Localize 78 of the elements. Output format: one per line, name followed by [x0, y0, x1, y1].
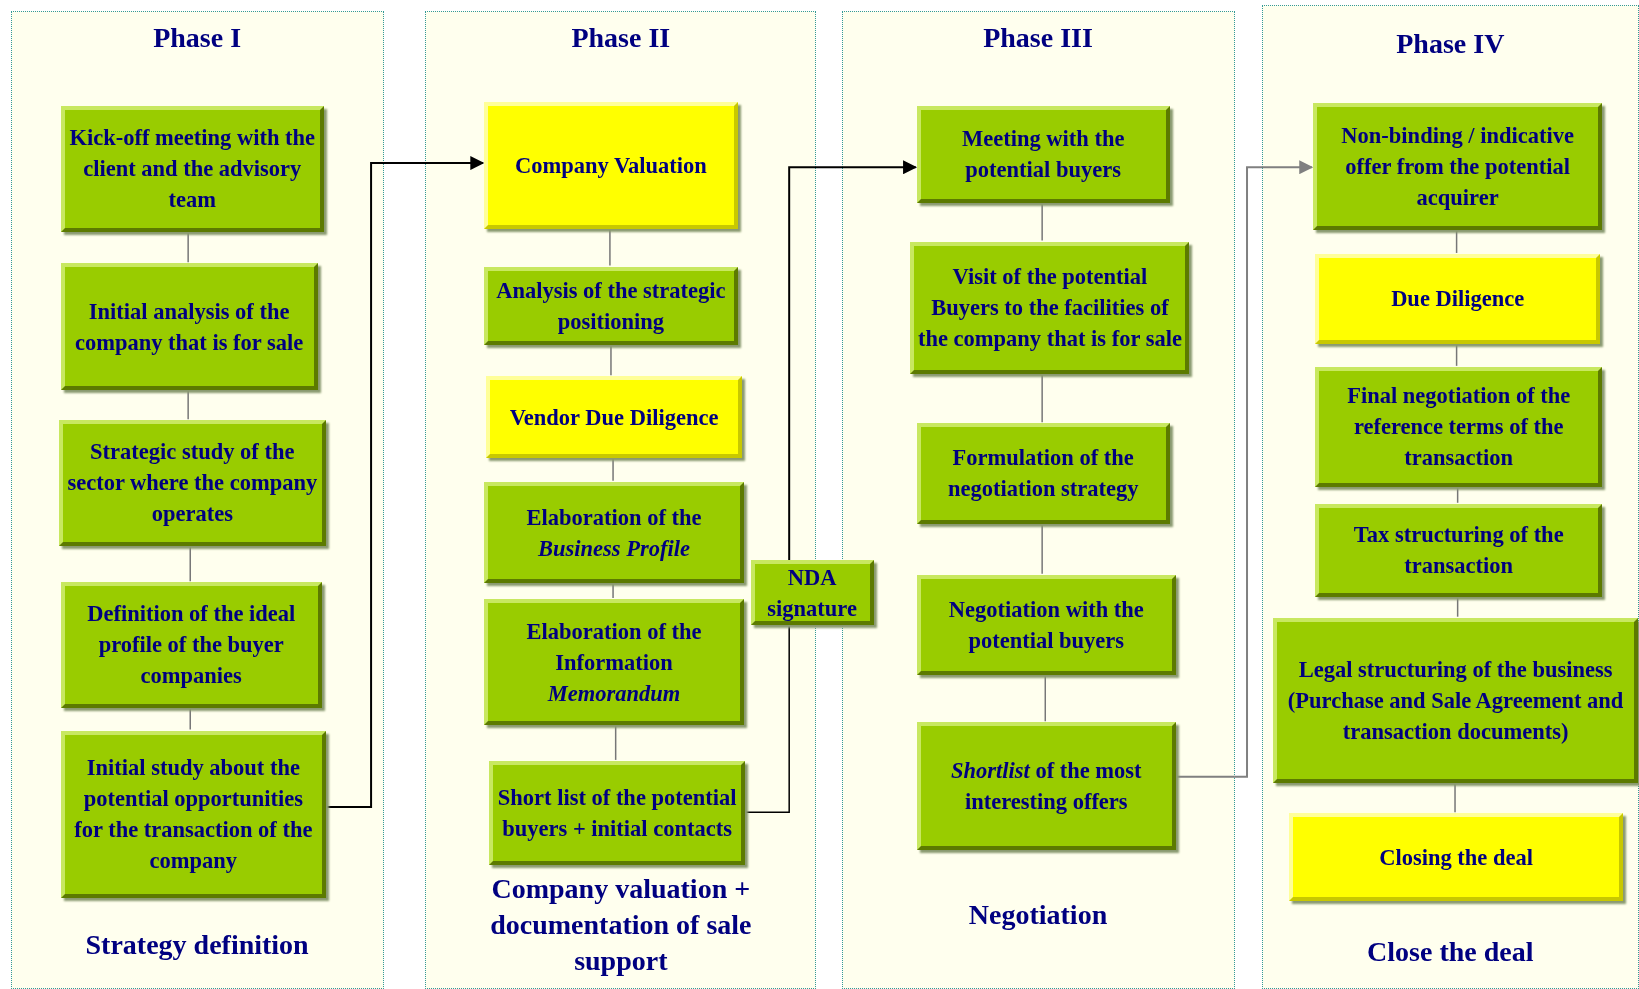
connector-line — [609, 227, 611, 267]
box-text: Elaboration of the Business Profile — [525, 503, 703, 563]
box-text: NDA signature — [766, 563, 858, 623]
connector-line — [189, 705, 191, 731]
process-box — [60, 730, 327, 898]
box-text: Tax structuring of the transaction — [1352, 521, 1565, 581]
box-text: Initial study about the potential opportunities for the transaction of the company — [73, 754, 314, 876]
connector-line — [612, 581, 614, 599]
connector-line — [612, 456, 614, 482]
process-box — [1315, 366, 1603, 487]
connector-line — [189, 543, 191, 582]
phase-panel — [1261, 5, 1639, 989]
phase-heading: Phase III — [982, 20, 1094, 55]
process-box — [1273, 617, 1638, 783]
arrow — [324, 156, 485, 808]
box-text: Shortlist of the most interesting offers — [949, 757, 1143, 817]
connector-line — [1041, 201, 1043, 242]
box-text: Company Valuation — [514, 152, 707, 181]
connector-line — [1456, 595, 1459, 618]
arrow — [788, 160, 918, 562]
connector-line — [1454, 781, 1456, 813]
phase-label: Strategy definition — [84, 928, 310, 963]
phase-heading: Phase IV — [1395, 27, 1506, 62]
connector-line — [743, 624, 790, 813]
connector-line — [1041, 521, 1043, 575]
box-text: Formulation of the negotiation strategy — [946, 444, 1140, 504]
box-text: Legal structuring of the business (Purchase and Sale Agreement and transaction documents) — [1286, 655, 1625, 746]
box-text: Strategic study of the sector where the company operates — [66, 438, 319, 529]
box-text: Short list of the potential buyers + initial contacts — [496, 783, 738, 843]
connector-line — [187, 388, 189, 420]
process-box — [483, 481, 745, 584]
connector-line — [614, 723, 617, 761]
arrow — [1173, 160, 1314, 778]
box-text: Meeting with the potential buyers — [960, 125, 1126, 185]
connector-line — [1044, 673, 1047, 722]
process-box — [1312, 103, 1603, 230]
box-text: Final negotiation of the reference terms of the transaction — [1346, 382, 1572, 473]
box-text: Kick-off meeting with the client and the advisory team — [68, 124, 317, 215]
connector-line — [1041, 372, 1043, 424]
phase-panel — [10, 10, 384, 989]
box-text: Definition of the ideal profile of the buyer companies — [86, 600, 297, 691]
process-box — [750, 560, 874, 626]
process-box — [60, 263, 318, 390]
connector-line — [187, 230, 189, 264]
process-box — [910, 241, 1190, 375]
connector-line — [1455, 228, 1458, 254]
box-text: Visit of the potential Buyers to the facilities of the company that is for sale — [917, 263, 1183, 354]
process-box — [483, 598, 745, 726]
box-text: Initial analysis of the company that is for sale — [73, 297, 305, 357]
phase-label: Close the deal — [1366, 935, 1535, 970]
phase-label: Company valuation + documentation of sale support — [489, 871, 753, 979]
phase-heading: Phase I — [152, 20, 243, 55]
process-box — [916, 105, 1170, 203]
highlight-box — [483, 102, 738, 229]
process-box — [916, 574, 1176, 676]
phase-heading: Phase II — [570, 20, 672, 55]
process-box — [489, 761, 746, 865]
connector-line — [1455, 342, 1458, 367]
process-box — [916, 722, 1176, 850]
box-text: Closing the deal — [1379, 843, 1533, 872]
highlight-box — [1315, 253, 1601, 344]
process-box — [58, 420, 327, 546]
process-box — [916, 423, 1170, 524]
process-box — [60, 582, 322, 708]
box-text: Analysis of the strategic positioning — [495, 276, 727, 336]
process-box — [483, 266, 738, 345]
box-text: Vendor Due Diligence — [509, 403, 719, 432]
box-text: Due Diligence — [1391, 285, 1525, 314]
highlight-box — [486, 376, 743, 458]
box-text: Elaboration of the Information Memorandum — [525, 617, 703, 708]
connector-line — [610, 343, 612, 376]
box-text: Negotiation with the potential buyers — [947, 596, 1145, 656]
box-text: Non-binding / indicative offer from the potential acquirer — [1340, 122, 1575, 213]
phase-label: Negotiation — [967, 897, 1109, 932]
connector-line — [1456, 485, 1459, 504]
highlight-box — [1288, 813, 1624, 901]
process-box — [60, 105, 324, 233]
process-box — [1315, 503, 1603, 597]
